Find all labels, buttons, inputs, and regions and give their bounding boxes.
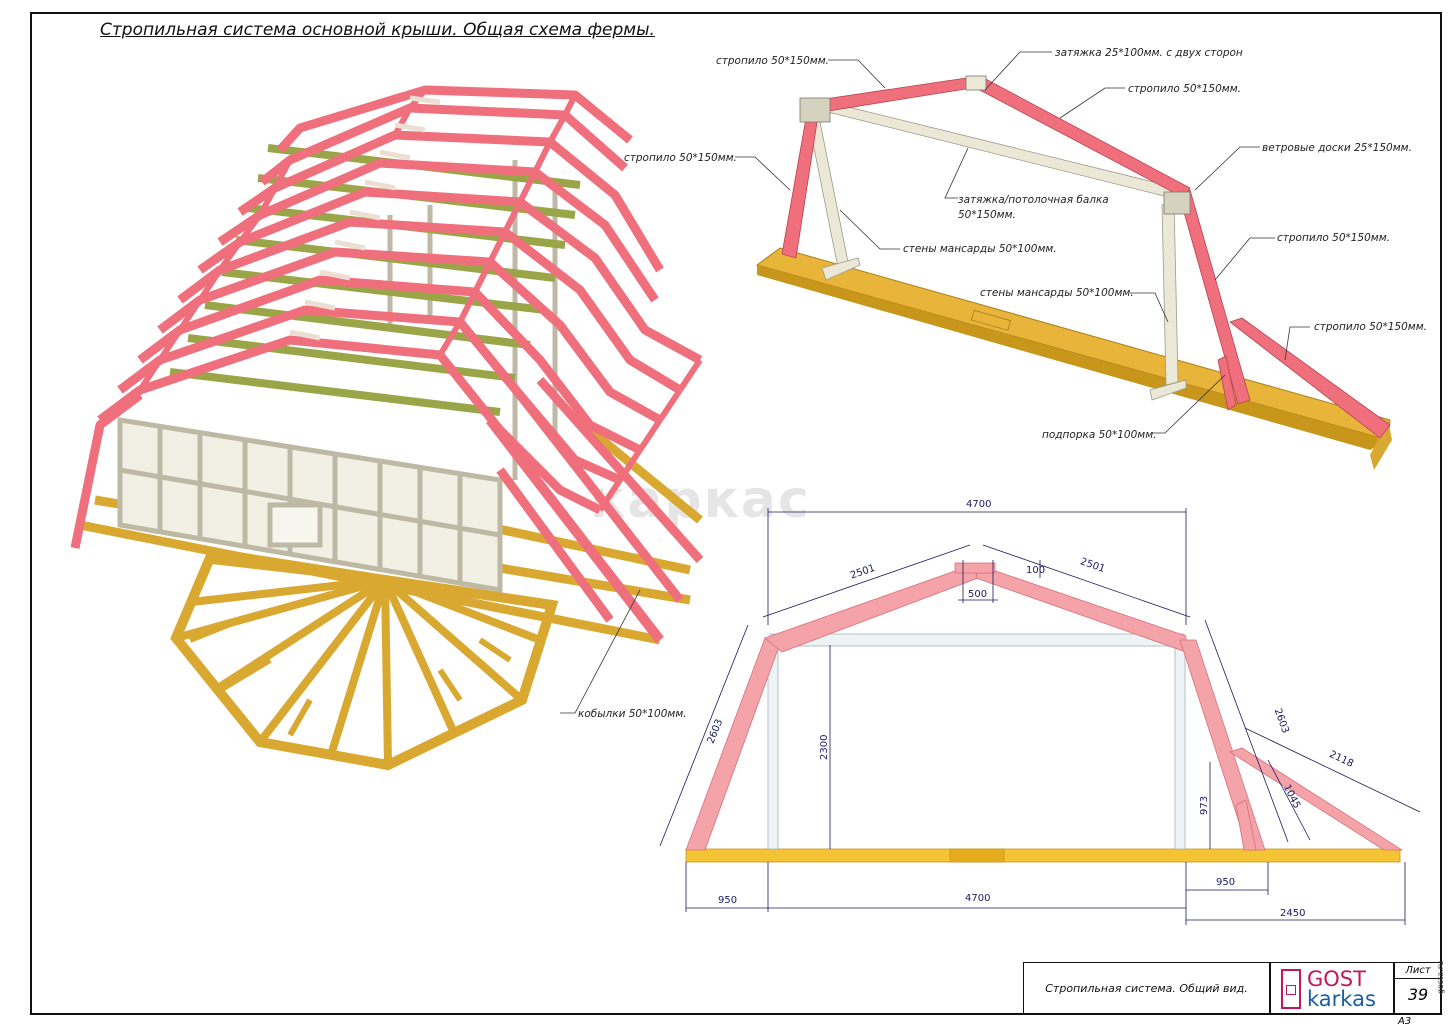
truss-3d-view bbox=[755, 75, 1392, 470]
paper-format: А3 bbox=[1398, 1016, 1412, 1027]
ceiling-tie bbox=[827, 103, 1187, 201]
callout-ceiling-tie: затяжка/потолочная балка bbox=[958, 194, 1109, 206]
sheet-label: Лист bbox=[1395, 965, 1441, 979]
section-bottom-beam bbox=[685, 848, 1401, 863]
callout-rafter-far-right: стропило 50*150мм. bbox=[1314, 321, 1427, 333]
section-rafters bbox=[685, 564, 1404, 851]
dim-base-right-total: 2450 bbox=[1280, 908, 1305, 919]
rafter-blocking bbox=[137, 88, 703, 512]
dim-base-right: 950 bbox=[1216, 877, 1235, 888]
logo-house-icon bbox=[1281, 968, 1301, 1009]
drawing-title: Стропильная система основной крыши. Обща… bbox=[100, 20, 655, 40]
dimension-lines bbox=[659, 508, 1421, 925]
section-wall-left bbox=[767, 644, 779, 850]
callout-labels: стропило 50*150мм. затяжка 25*100мм. с д… bbox=[578, 47, 1427, 720]
site-url: gosta.ru bbox=[1436, 960, 1445, 994]
callout-tie-top: затяжка 25*100мм. с двух сторон bbox=[1055, 47, 1243, 59]
callout-rafter-upper-right: стропило 50*150мм. bbox=[1128, 83, 1241, 95]
dim-upper-right: 2501 bbox=[1079, 556, 1107, 575]
roof-3d-view bbox=[70, 85, 704, 771]
bay-floor bbox=[170, 547, 559, 771]
logo-gost-text: GOST bbox=[1307, 966, 1366, 991]
drawing-frame bbox=[30, 12, 1442, 1015]
truss-rafters bbox=[781, 75, 1391, 439]
title-block-caption: Стропильная система. Общий вид. bbox=[1023, 962, 1270, 1015]
dim-wall-height: 2300 bbox=[819, 735, 830, 760]
sheet-number: 39 bbox=[1407, 985, 1429, 1004]
dim-strut-height: 973 bbox=[1199, 796, 1210, 815]
dim-ridge-height: 100 bbox=[1026, 565, 1045, 576]
truss-section: 4700 2501 2501 100 500 2603 2603 2300 21… bbox=[659, 499, 1421, 925]
dim-top-span: 4700 bbox=[966, 499, 991, 510]
callout-strut: подпорка 50*100мм. bbox=[1042, 429, 1156, 441]
callout-rafter-left-mid: стропило 50*150мм. bbox=[624, 152, 737, 164]
dim-base-center: 4700 bbox=[965, 893, 990, 904]
sheet-number-box: Лист 39 bbox=[1394, 962, 1442, 1015]
dim-extension: 2118 bbox=[1327, 749, 1355, 770]
callout-walls-left: стены мансарды 50*100мм. bbox=[903, 243, 1057, 255]
logo-karkas-text: karkas bbox=[1307, 986, 1376, 1011]
callout-wind-boards: ветровые доски 25*150мм. bbox=[1262, 142, 1412, 154]
dim-lower-right: 2603 bbox=[1272, 707, 1291, 735]
section-ceiling-tie bbox=[769, 633, 1185, 647]
attic-walls bbox=[117, 160, 558, 593]
section-wall-right bbox=[1174, 644, 1186, 850]
dim-lower-left: 2603 bbox=[706, 718, 726, 746]
attic-wall-posts bbox=[807, 111, 1187, 401]
bottom-chord bbox=[755, 247, 1391, 441]
callout-leaders bbox=[560, 51, 1310, 714]
callout-kobylki: кобылки 50*100мм. bbox=[578, 708, 687, 720]
callout-walls-right: стены мансарды 50*100мм. bbox=[980, 287, 1134, 299]
dim-ridge-width: 500 bbox=[968, 589, 987, 600]
callout-ceiling-tie-size: 50*150мм. bbox=[958, 209, 1016, 221]
ridge-ties bbox=[289, 95, 441, 341]
dim-base-left: 950 bbox=[718, 895, 737, 906]
company-logo: GOST karkas bbox=[1270, 962, 1394, 1015]
callout-rafter-left-top: стропило 50*150мм. bbox=[716, 55, 829, 67]
callout-rafter-lower-right: стропило 50*150мм. bbox=[1277, 232, 1390, 244]
